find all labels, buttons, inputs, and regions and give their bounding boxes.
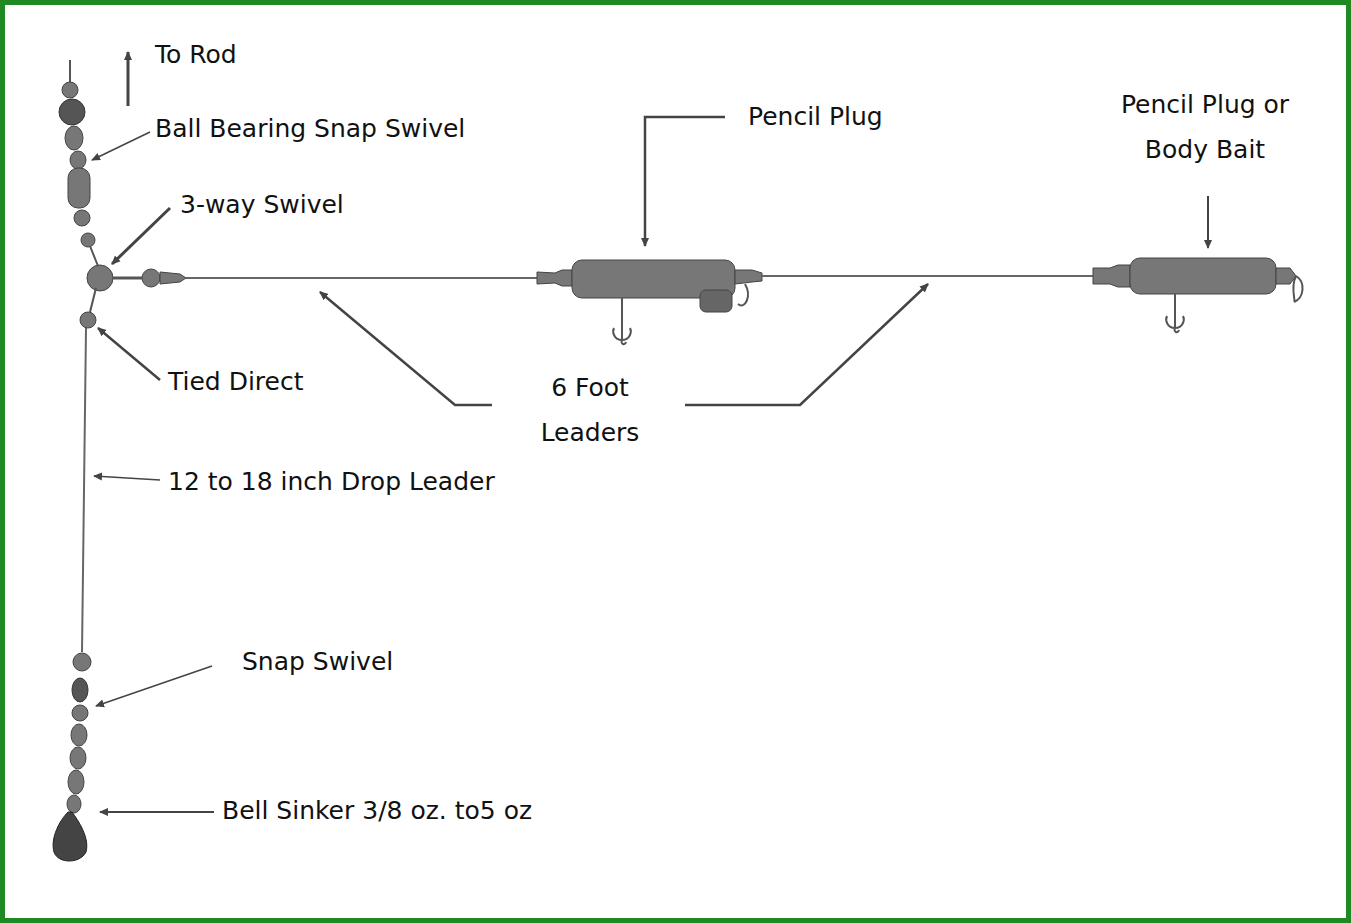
lure-label: Pencil Plug or Body Bait <box>1110 82 1300 172</box>
swivel-label: Snap Swivel <box>242 647 393 677</box>
lure-label: Pencil Plug <box>748 102 883 132</box>
rod-label: To Rod <box>155 40 237 70</box>
leader-label: 12 to 18 inch Drop Leader <box>168 467 495 497</box>
leader-label: 6 Foot Leaders <box>515 365 665 455</box>
swivel-label: Ball Bearing Snap Swivel <box>155 114 465 144</box>
sinker-label: Bell Sinker 3/8 oz. to5 oz <box>222 796 532 826</box>
swivel-label: 3-way Swivel <box>180 190 344 220</box>
knot-label: Tied Direct <box>168 367 304 397</box>
